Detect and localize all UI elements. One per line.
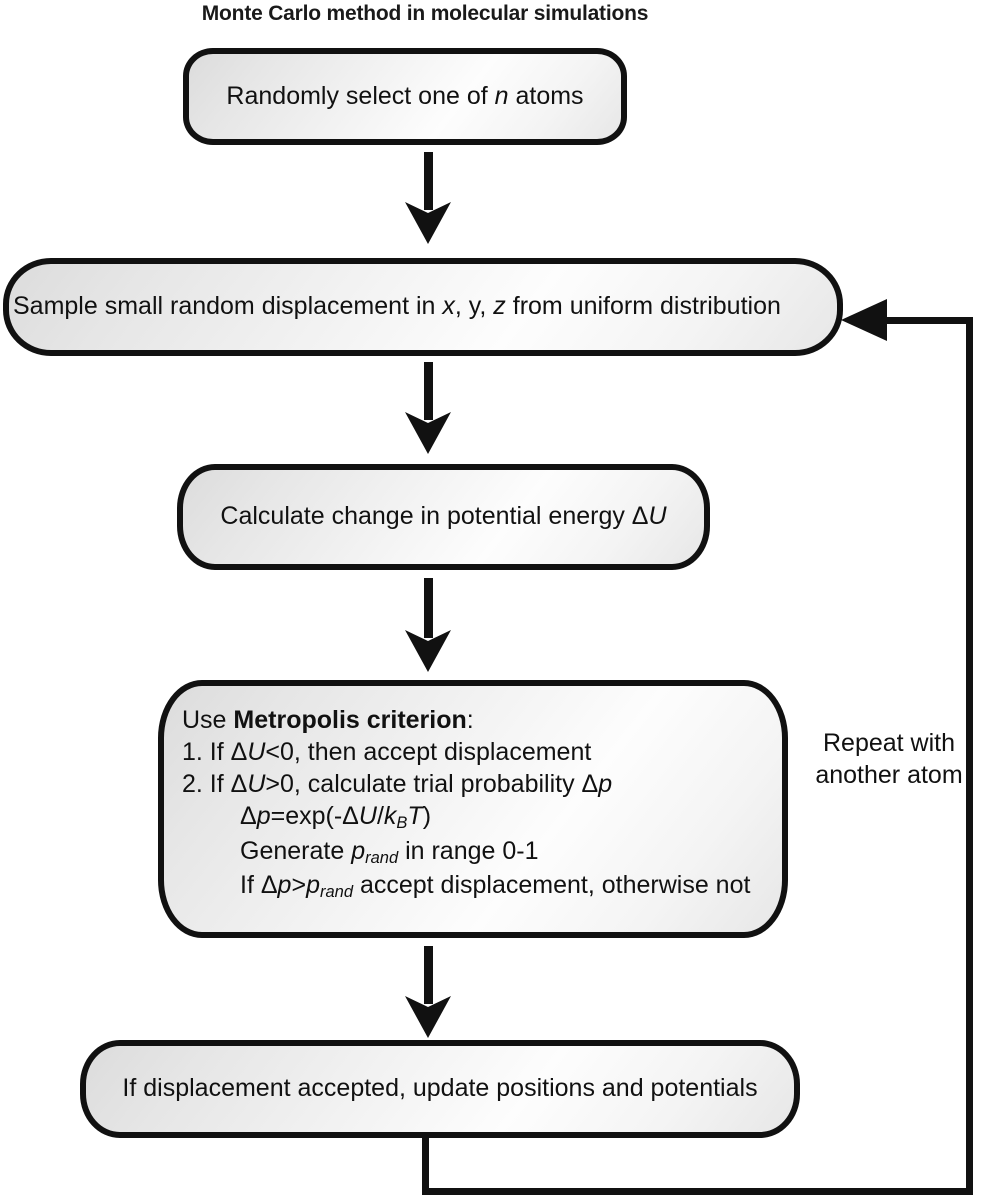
arrow-metropolis-to-update (405, 946, 451, 1038)
loop-segment-down (422, 1138, 429, 1195)
arrow-head (405, 996, 451, 1038)
arrow-head (405, 630, 451, 672)
flow-node-sample-displacement-label: Sample small random displacement in x, y… (13, 292, 781, 321)
variable-x: x (442, 292, 455, 321)
loop-label: Repeat with another atom (800, 727, 978, 791)
arrow-shaft (423, 946, 433, 1004)
flow-node-select-atom[interactable]: Randomly select one of n atoms (183, 48, 627, 145)
flow-node-select-atom-label: Randomly select one of n atoms (226, 81, 584, 110)
loop-arrow-head (841, 299, 887, 341)
flow-node-update-positions[interactable]: If displacement accepted, update positio… (80, 1040, 800, 1138)
loop-arrow-head-glyph (841, 299, 887, 341)
arrow-head-glyph (405, 412, 451, 454)
loop-segment-top (884, 317, 973, 324)
variable-U: U (648, 502, 667, 531)
arrow-select-to-sample (405, 152, 451, 244)
arrow-head-glyph (405, 996, 451, 1038)
loop-segment-right (966, 317, 973, 1195)
page-title: Monte Carlo method in molecular simulati… (201, 2, 649, 25)
arrow-head (405, 202, 451, 244)
flow-node-update-positions-label: If displacement accepted, update positio… (122, 1074, 758, 1103)
arrow-head (405, 412, 451, 454)
arrow-head-glyph (405, 202, 451, 244)
arrow-head-glyph (405, 630, 451, 672)
loop-label-line-1: Repeat with (822, 729, 956, 757)
metropolis-line-5: If Δp>prand accept displacement, otherwi… (240, 870, 751, 901)
metropolis-line-2: 2. If ΔU>0, calculate trial probability … (182, 770, 613, 799)
flow-node-calculate-energy-label: Calculate change in potential energy ΔU (220, 502, 667, 531)
metropolis-line-4: Generate prand in range 0-1 (240, 836, 539, 867)
arrow-shaft (423, 152, 433, 210)
variable-n: n (494, 81, 509, 110)
arrow-shaft (423, 578, 433, 638)
loop-segment-bottom (422, 1188, 973, 1195)
metropolis-line-3: Δp=exp(-ΔU/kBT) (240, 802, 432, 833)
loop-label-line-2: another atom (815, 761, 963, 789)
flow-node-sample-displacement[interactable]: Sample small random displacement in x, y… (3, 258, 843, 356)
arrow-shaft (423, 362, 433, 420)
variable-z: z (493, 292, 506, 321)
metropolis-heading-bold: Metropolis criterion (233, 706, 467, 734)
flow-node-metropolis[interactable]: Use Metropolis criterion: 1. If ΔU<0, th… (158, 680, 788, 938)
arrow-sample-to-calculate (405, 362, 451, 454)
arrow-calculate-to-metropolis (405, 578, 451, 672)
flow-node-metropolis-body: Use Metropolis criterion: 1. If ΔU<0, th… (164, 686, 782, 903)
flow-node-calculate-energy[interactable]: Calculate change in potential energy ΔU (177, 464, 710, 570)
metropolis-line-1: 1. If ΔU<0, then accept displacement (182, 738, 592, 767)
metropolis-heading: Use Metropolis criterion: (182, 706, 474, 734)
